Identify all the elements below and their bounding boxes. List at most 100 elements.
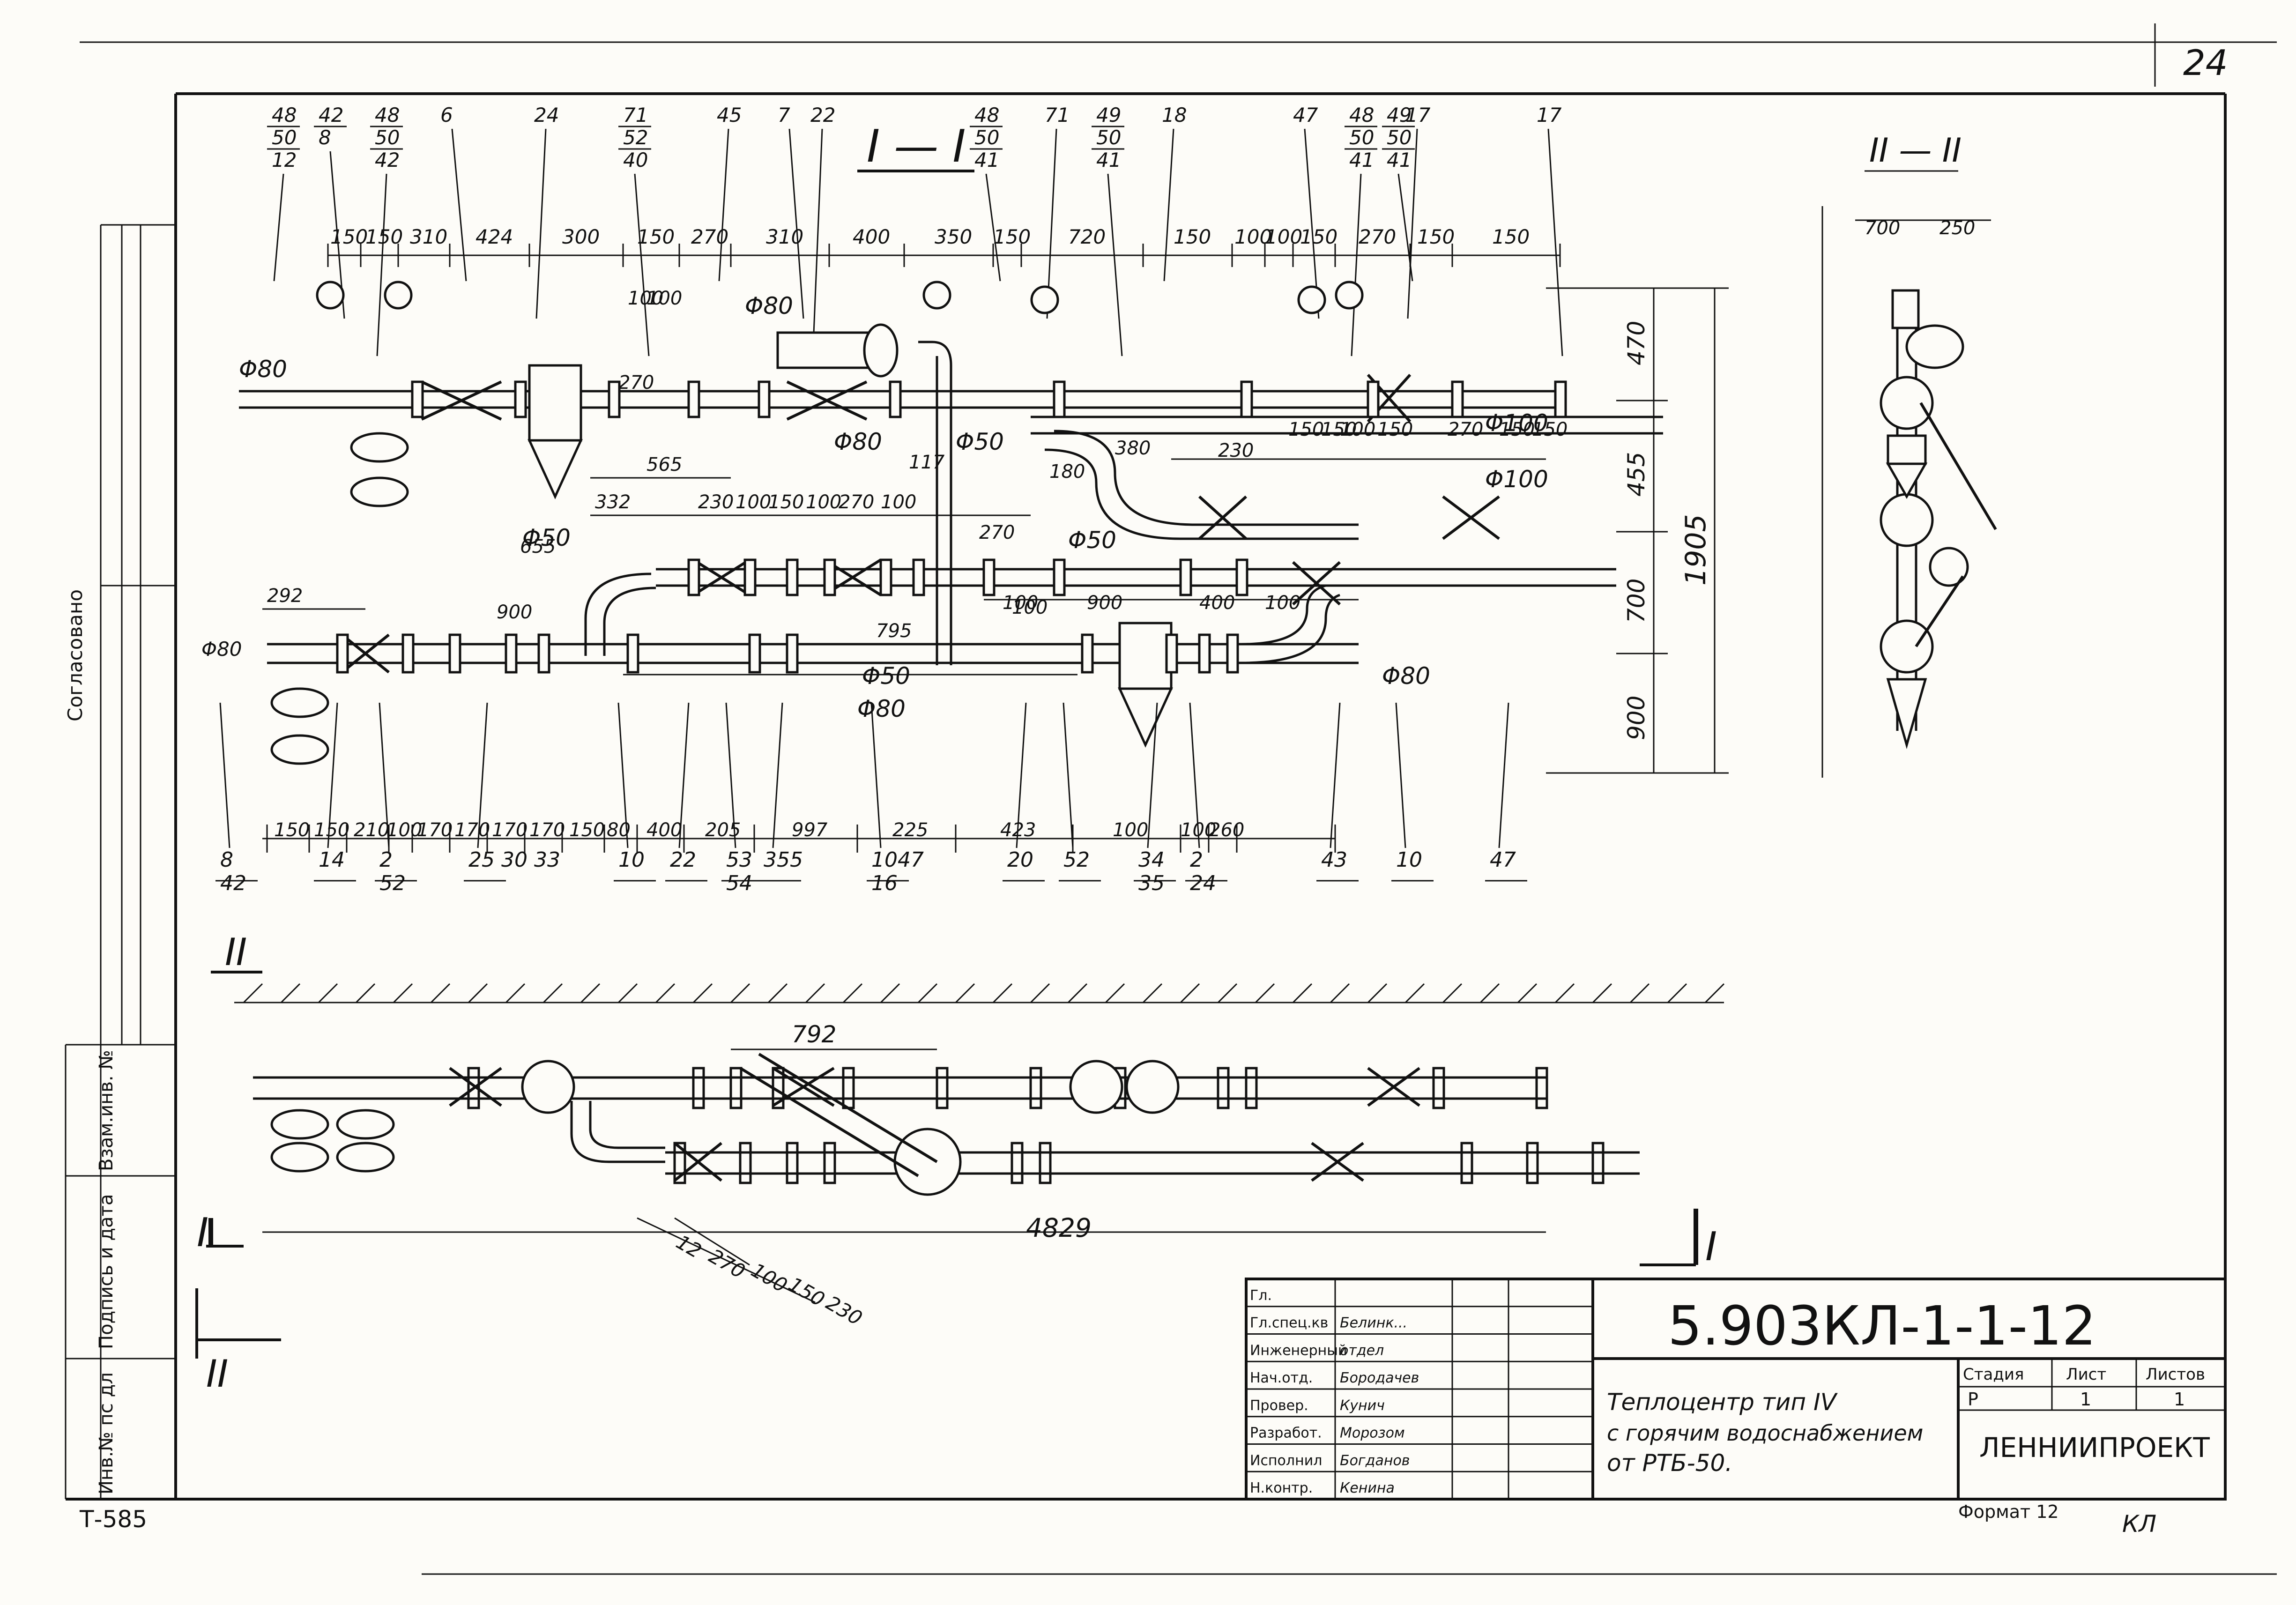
callout-line: 48 [974, 104, 999, 126]
doc-code: Т-585 [79, 1506, 147, 1533]
callout-line: 52 [379, 871, 406, 895]
dim-value: 270 [691, 225, 728, 248]
dim-value: 470 [1623, 321, 1650, 365]
margin-sign-date: Подпись и дата [96, 1194, 117, 1349]
callout-line: 35 [1138, 871, 1165, 895]
callout-line: 1047 [871, 848, 924, 872]
sheets-header: Листов [2146, 1365, 2205, 1384]
dim-value: 150 [785, 1272, 829, 1311]
callout-line: 42 [220, 871, 246, 895]
callout-line: 41 [974, 149, 999, 171]
callout-line: 8 [220, 848, 233, 872]
callout-b5: 10 [614, 702, 656, 882]
callout-line: 10 [618, 848, 645, 872]
callout-line: 45 [717, 104, 742, 126]
dim-value: 900 [1087, 592, 1122, 614]
section-equipment [270, 281, 1605, 1184]
dim-value: 270 [979, 522, 1015, 543]
dim-value: 270 [705, 1244, 749, 1283]
title-row-name: Богданов [1340, 1452, 1410, 1469]
bottom-dimension-chain [262, 825, 1336, 853]
dim-value: 170 [417, 819, 453, 841]
title-line-2: с горячим водоснабжением [1607, 1420, 1923, 1446]
dim-value: 210 [354, 819, 389, 841]
dim-value: 150 [1300, 225, 1337, 248]
dim-value: 100 [628, 288, 663, 309]
dim-value: 455 [1623, 452, 1650, 497]
callout-line: 48 [1349, 104, 1374, 126]
title-row-role: Провер. [1250, 1397, 1308, 1414]
dim-value: 170 [529, 819, 565, 841]
dia-label: Φ80 [857, 695, 906, 722]
dim-value: 150 [1174, 225, 1211, 248]
plan-dim-top: 792 [792, 1021, 836, 1048]
callout-c5: 24 [534, 104, 559, 319]
dia-label: Φ50 [956, 428, 1004, 455]
dim-value: 900 [1623, 696, 1650, 740]
title-row-name: Кунич [1340, 1397, 1385, 1414]
callout-line: 6 [440, 104, 453, 126]
callout-b8: 355 [759, 702, 803, 882]
side-dim-2: 250 [1939, 217, 1975, 239]
callout-line: 50 [1096, 126, 1121, 149]
title-row-name: отдел [1340, 1342, 1384, 1359]
dim-value: 655 [520, 536, 556, 557]
callout-c7: 45 [717, 104, 742, 282]
callout-line: 50 [1387, 126, 1412, 149]
dia-label: Φ80 [834, 428, 882, 455]
callout-b10: 20 [1003, 702, 1045, 882]
callout-c17: 17 [1405, 104, 1431, 319]
callout-line: 42 [375, 149, 400, 171]
callout-line: 22 [810, 104, 835, 126]
section-title-side: II — II [1869, 131, 1962, 170]
dia-label: Φ80 [201, 638, 242, 661]
dim-value: 150 [1377, 419, 1413, 440]
plan-view [253, 1048, 1640, 1303]
title-row-role: Исполнил [1250, 1452, 1322, 1469]
callout-line: 10 [1396, 848, 1422, 872]
middle-pipeline [584, 568, 1616, 656]
dim-value: 292 [267, 585, 303, 607]
dim-value: 795 [876, 620, 912, 642]
dim-value: 100 [1012, 597, 1048, 618]
dim-value: 260 [1209, 819, 1244, 841]
dim-value: 150 [569, 819, 605, 841]
dim-value: 225 [892, 819, 928, 841]
dim-value: 150 [1321, 419, 1357, 440]
title-row-role: Инженерный [1250, 1342, 1347, 1359]
dim-value: 150 [1288, 419, 1324, 440]
callout-line: 14 [319, 848, 345, 872]
callout-line: 12 [272, 149, 297, 171]
dia-label: Φ50 [522, 524, 571, 551]
margin-agreed: Согласовано [64, 589, 87, 721]
side-view [1821, 206, 1997, 778]
callout-line: 71 [623, 104, 648, 126]
dim-value: 565 [646, 454, 682, 476]
plan-dim-overall: 4829 [1026, 1213, 1092, 1243]
callout-line: 34 [1138, 848, 1165, 872]
callout-c4: 6 [440, 104, 467, 282]
callout-c18: 17 [1537, 104, 1563, 357]
dia-label: Φ100 [1485, 466, 1548, 493]
callout-b16: 47 [1485, 702, 1527, 882]
dim-value: 170 [492, 819, 528, 841]
callout-line: 355 [764, 848, 803, 872]
dim-value: 900 [497, 602, 532, 623]
dim-value: 150 [993, 225, 1031, 248]
callout-line: 18 [1162, 104, 1187, 126]
dim-value: 150 [314, 819, 349, 841]
dim-value: 230 [698, 491, 734, 513]
callout-b11: 52 [1059, 702, 1101, 882]
dim-value: 100 [1234, 225, 1272, 248]
dim-value: 310 [410, 225, 447, 248]
callout-line: 49 [1387, 104, 1412, 126]
callout-b2: 14 [314, 702, 356, 882]
sheets-value: 1 [2174, 1389, 2185, 1410]
title-row-name: Морозом [1340, 1425, 1405, 1442]
callout-line: 22 [670, 848, 696, 872]
